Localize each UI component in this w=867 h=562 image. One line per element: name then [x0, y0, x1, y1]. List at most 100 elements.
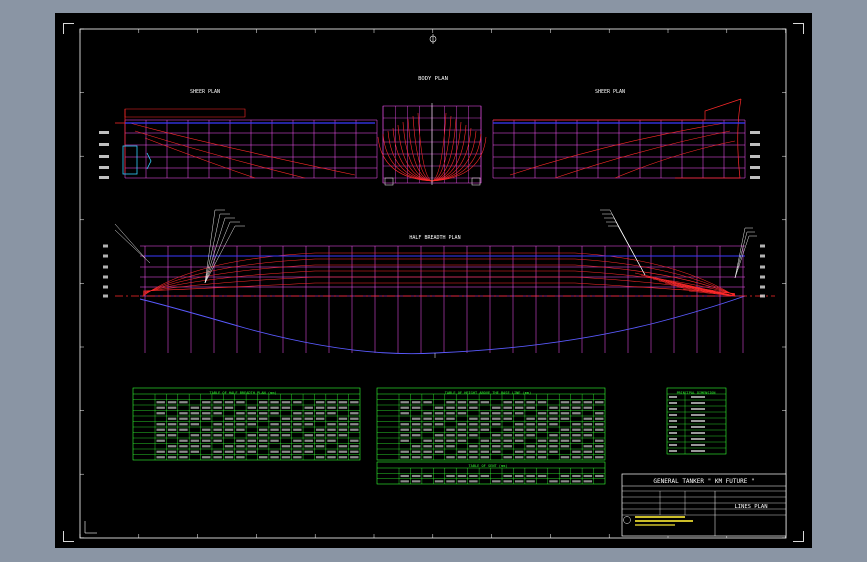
table-cell — [514, 439, 524, 442]
table-cell — [469, 445, 478, 448]
table-cell — [190, 434, 200, 437]
table-cell — [167, 401, 177, 404]
table-cell — [446, 401, 455, 404]
table-cell — [595, 439, 604, 442]
table-cell — [224, 434, 234, 437]
table-cell — [423, 456, 432, 459]
table-cell — [691, 432, 705, 434]
table-cell — [669, 408, 677, 410]
table-cell — [411, 450, 421, 453]
table-cell — [400, 480, 409, 483]
body-section-aft — [402, 121, 433, 182]
table-cell — [537, 412, 547, 415]
table-cell — [202, 428, 211, 431]
table-cell — [595, 401, 604, 404]
table-cell — [190, 423, 200, 426]
table-cell — [411, 428, 421, 431]
table-cell — [213, 434, 222, 437]
table-cell — [503, 434, 512, 437]
table-cell — [446, 428, 455, 431]
table-cell — [669, 396, 677, 398]
table-cell — [400, 439, 409, 442]
table-cell — [236, 401, 245, 404]
table-cell — [526, 456, 535, 459]
table-cell — [259, 439, 268, 442]
table-cell — [446, 456, 455, 459]
table-cell — [281, 428, 291, 431]
table-cell — [514, 474, 524, 478]
table-cell — [270, 412, 279, 415]
table-cell — [537, 474, 547, 478]
table-cell — [423, 423, 432, 426]
table-cell — [669, 432, 677, 434]
body-section-aft — [397, 124, 433, 182]
table-cell — [350, 417, 359, 420]
table-cell — [446, 474, 455, 478]
cad-viewport[interactable]: SHEER PLAN BODY PLAN SHEER PLAN HALF BRE… — [55, 13, 812, 548]
table-cell — [167, 406, 177, 409]
table-cell — [492, 423, 501, 426]
table-cell — [537, 417, 547, 420]
table-height-above-base: TABLE OF HEIGHT ABOVE THE BASE LINE (mm) — [376, 387, 606, 461]
table-cell — [179, 456, 188, 459]
table-cell — [224, 401, 234, 404]
waterline-label-mark — [103, 265, 108, 269]
table-cell — [411, 417, 421, 420]
table-cell — [537, 423, 547, 426]
table-cell — [572, 401, 581, 404]
table-cell — [560, 480, 570, 483]
body-section-fwd — [431, 115, 452, 182]
table-cell — [423, 417, 432, 420]
table-cell — [549, 450, 558, 453]
leader-line — [204, 209, 225, 284]
table-cell — [549, 412, 558, 415]
table-cell — [469, 450, 478, 453]
sheer-left-deck — [124, 108, 246, 118]
table-cell — [572, 412, 581, 415]
ucs-icon — [84, 521, 97, 534]
table-cell — [595, 417, 604, 420]
table-cell — [595, 412, 604, 415]
table-cell — [167, 423, 177, 426]
table-cell — [327, 450, 336, 453]
body-section-aft — [417, 112, 433, 182]
table-cell — [156, 406, 165, 409]
table-cell — [281, 401, 291, 404]
table-cell — [315, 434, 325, 437]
table-cell — [492, 417, 501, 420]
table-cell — [423, 401, 432, 404]
table-cell — [411, 401, 421, 404]
hb-waterline — [142, 252, 736, 297]
waterline-label-mark — [760, 294, 765, 298]
table-cell — [457, 412, 467, 415]
leader-line — [114, 229, 151, 264]
table-cell — [156, 439, 165, 442]
table-sent: TABLE OF SENT (mm) — [376, 461, 606, 485]
table-cell — [224, 428, 234, 431]
table-cell — [423, 412, 432, 415]
table-cell — [503, 456, 512, 459]
table-cell — [514, 450, 524, 453]
table-cell — [236, 439, 245, 442]
table-cell — [457, 480, 467, 483]
table-cell — [400, 406, 409, 409]
table-cell — [492, 439, 501, 442]
table-cell — [457, 428, 467, 431]
table-cell — [560, 474, 570, 478]
body-section-fwd — [431, 121, 462, 182]
table-cell — [583, 480, 593, 483]
table-cell — [304, 450, 313, 453]
university-seal-icon — [623, 516, 631, 524]
table-cell — [503, 428, 512, 431]
waterline-label-mark — [750, 155, 760, 158]
table-cell — [270, 434, 279, 437]
table-cell — [224, 423, 234, 426]
table-cell — [669, 444, 677, 446]
table-cell — [327, 401, 336, 404]
table-cell — [327, 412, 336, 415]
table-cell — [247, 406, 256, 409]
table-cell — [514, 480, 524, 483]
table-cell — [583, 474, 593, 478]
table-cell — [259, 412, 268, 415]
table-cell — [537, 428, 547, 431]
